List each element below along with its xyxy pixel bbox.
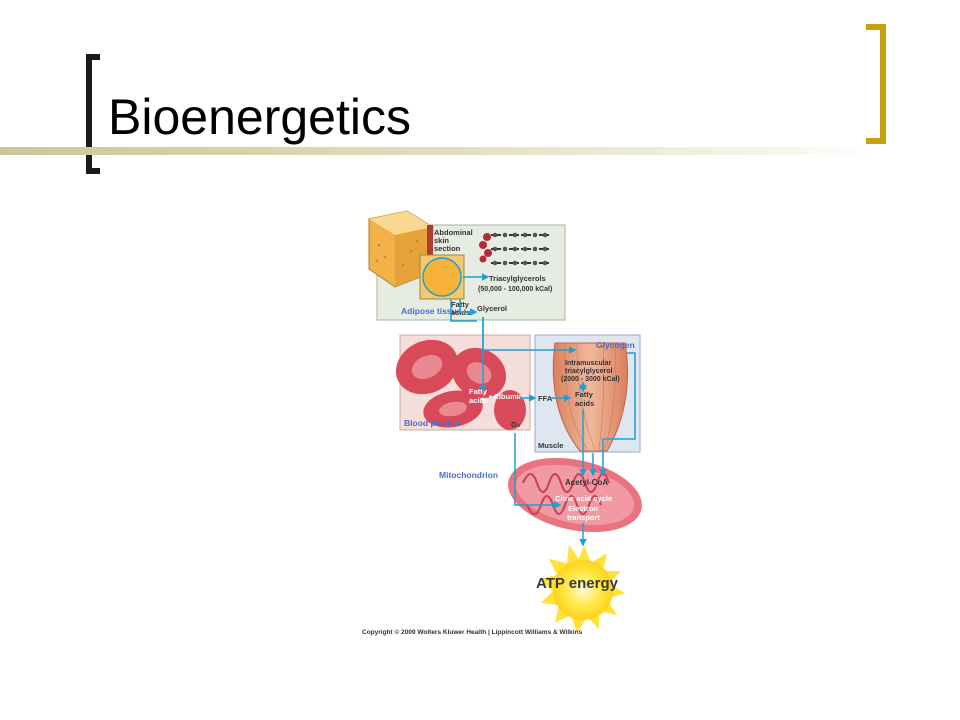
title-bracket-left: [86, 54, 100, 174]
red-blood-cells-icon: [395, 339, 526, 430]
triacylglycerol-molecule-icon: [479, 232, 551, 266]
label-plasma-fatty: Fatty: [469, 387, 488, 396]
label-plasma-acids: acids: [469, 396, 488, 405]
label-albumin: • Albumin: [489, 392, 524, 401]
label-skin: skin: [434, 236, 449, 245]
label-acetyl-coa: Acetyl-CoA: [565, 478, 608, 487]
title-bracket-right: [866, 24, 886, 144]
label-ffa: FFA: [538, 394, 553, 403]
bioenergetics-diagram: Abdominal skin section Triacylglycerols …: [362, 210, 642, 636]
label-triacylglycerols: Triacylglycerols: [489, 274, 546, 283]
label-glycogen: Glycogen: [596, 340, 635, 350]
label-atp-energy: ATP energy: [536, 575, 619, 592]
pathway-arrows: [450, 273, 636, 547]
label-citric-acid-cycle: Citric acid cycle: [555, 494, 612, 503]
label-tag-kcal: (50,000 - 100,000 kCal): [478, 286, 552, 293]
label-abdominal: Abdominal: [434, 228, 473, 237]
label-intramuscular: Intramuscular: [565, 360, 612, 367]
label-intramuscular-tag: triacylglycerol: [565, 368, 613, 375]
label-muscle-fatty: Fatty: [575, 390, 594, 399]
label-electron: Electron: [568, 504, 598, 513]
atp-sun-icon: [539, 545, 625, 633]
label-intramuscular-kcal: (2000 - 3000 kCal): [561, 376, 620, 383]
label-transport: transport: [567, 513, 600, 522]
title-underline-bar: [0, 147, 880, 155]
mitochondrion-icon: [508, 457, 642, 533]
fat-cell-icon: [422, 257, 462, 297]
label-muscle: Muscle: [538, 441, 563, 450]
label-muscle-acids: acids: [575, 399, 594, 408]
fat-tissue-block-icon: [368, 210, 434, 288]
label-blood-plasma: Blood plasma: [404, 418, 460, 428]
label-o2: O₂: [511, 420, 520, 429]
label-adipose-tissue: Adipose tissue: [401, 306, 462, 316]
label-mitochondrion: Mitochondrion: [439, 470, 498, 480]
muscle-fiber-icon: [552, 342, 629, 452]
label-glycerol: Glycerol: [477, 304, 507, 313]
figure-copyright: Copyright © 2009 Wolters Kluwer Health |…: [362, 628, 583, 636]
label-section: section: [434, 244, 461, 253]
slide-title: Bioenergetics: [108, 89, 411, 145]
